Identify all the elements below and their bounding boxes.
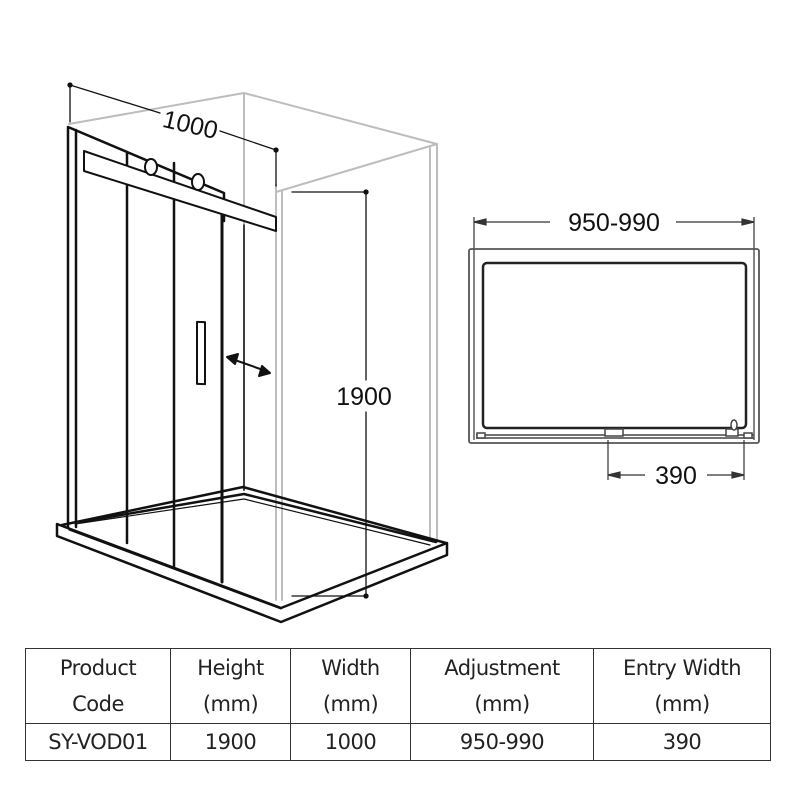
perspective-view: 1000 1900 [55,82,449,624]
header-entry-width: Entry Width(mm) [593,648,771,724]
adjustment-dimension [473,217,755,440]
back-frame-outline [68,92,438,596]
width-dimension [67,82,279,187]
cell-width: 1000 [290,723,411,761]
cell-height: 1900 [170,723,291,761]
entry-width-dimension [607,440,745,480]
cell-product-code: SY-VOD01 [25,723,171,761]
width-dimension-label: 1000 [160,105,220,145]
cell-adjustment: 950-990 [410,723,594,761]
table-row: SY-VOD01 1900 1000 950-990 390 [25,723,771,761]
shower-enclosure-diagram: 1000 1900 950-990 [55,82,760,624]
height-dimension-label: 1900 [336,383,392,411]
plan-view: 950-990 390 [468,209,760,490]
height-dimension [291,189,369,599]
adjustment-dimension-label: 950-990 [568,209,660,237]
header-adjustment: Adjustment(mm) [410,648,594,724]
tray-outline [468,248,760,444]
sliding-direction-arrow [226,353,271,377]
sliding-door-track [476,419,754,439]
entry-width-dimension-label: 390 [655,462,697,490]
door-handle [196,320,206,386]
header-height: Height(mm) [170,648,291,724]
cell-entry-width: 390 [593,723,771,761]
shower-tray [55,485,449,624]
header-width: Width(mm) [290,648,411,724]
inner-panel-outline [481,261,748,430]
top-rail [83,150,277,232]
